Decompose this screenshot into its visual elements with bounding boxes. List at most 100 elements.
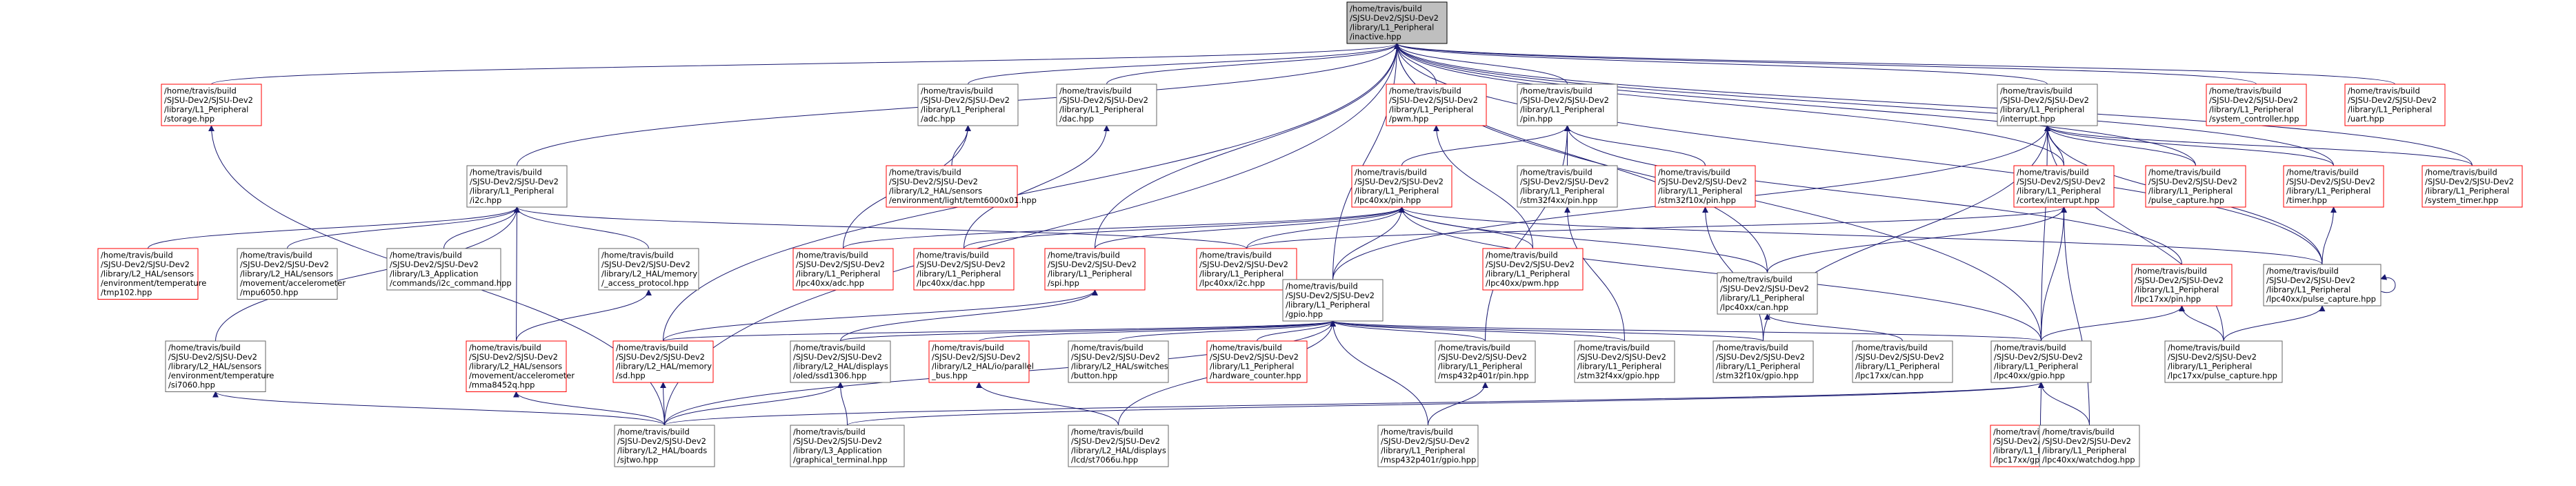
file-node-dac[interactable]: /home/travis/build/SJSU-Dev2/SJSU-Dev2/l… [1056, 84, 1157, 126]
file-node-stm32f4gpio[interactable]: /home/travis/build/SJSU-Dev2/SJSU-Dev2/l… [1574, 340, 1675, 383]
node-label-line: /home/travis/build [2348, 86, 2420, 96]
node-box [1068, 340, 1169, 383]
file-node-timer[interactable]: /home/travis/build/SJSU-Dev2/SJSU-Dev2/l… [2283, 165, 2384, 208]
node-label-line: /i2c.hpp [470, 195, 501, 205]
edge-lpc17can-to-lpccan [1764, 313, 1903, 342]
node-box [1713, 340, 1814, 383]
file-node-cortexint[interactable]: /home/travis/build/SJSU-Dev2/SJSU-Dev2/l… [2013, 165, 2115, 208]
node-label-line: /library/L1_Peripheral [470, 186, 554, 196]
node-label-line: /library/L1_Peripheral [2017, 186, 2101, 196]
file-node-sysctl[interactable]: /home/travis/build/SJSU-Dev2/SJSU-Dev2/l… [2206, 84, 2307, 126]
node-box [2206, 84, 2307, 126]
node-box [1044, 248, 1146, 291]
edge-lpc17pulse-to-lpcpulse [2223, 305, 2326, 342]
file-node-lpc17can[interactable]: /home/travis/build/SJSU-Dev2/SJSU-Dev2/l… [1852, 340, 1953, 383]
file-node-lpcdac[interactable]: /home/travis/build/SJSU-Dev2/SJSU-Dev2/l… [913, 248, 1015, 291]
file-node-i2c[interactable]: /home/travis/build/SJSU-Dev2/SJSU-Dev2/l… [466, 165, 568, 208]
file-node-gpio[interactable]: /home/travis/build/SJSU-Dev2/SJSU-Dev2/l… [1282, 279, 1384, 322]
node-label-line: /library/L2_HAL/io/parallel [932, 362, 1034, 371]
file-node-sdhpp[interactable]: /home/travis/build/SJSU-Dev2/SJSU-Dev2/l… [612, 340, 714, 383]
node-box [466, 340, 567, 392]
file-node-stm32f10gpio[interactable]: /home/travis/build/SJSU-Dev2/SJSU-Dev2/l… [1713, 340, 1814, 383]
file-node-pulsecap[interactable]: /home/travis/build/SJSU-Dev2/SJSU-Dev2/l… [2145, 165, 2246, 208]
edge-msp432pin-to-gpio [1330, 320, 1486, 342]
file-node-si7060[interactable]: /home/travis/build/SJSU-Dev2/SJSU-Dev2/l… [165, 340, 274, 392]
node-label-line: /home/travis/build [921, 86, 993, 96]
node-label-line: /stm32f4xx/gpio.hpp [1577, 371, 1659, 380]
file-node-lpccan[interactable]: /home/travis/build/SJSU-Dev2/SJSU-Dev2/l… [1717, 272, 1818, 315]
file-node-adc[interactable]: /home/travis/build/SJSU-Dev2/SJSU-Dev2/l… [917, 84, 1019, 126]
node-label-line: /library/L2_HAL/sensors [889, 186, 982, 196]
node-label-line: /home/travis/build [2000, 86, 2073, 96]
node-label-line: /SJSU-Dev2/SJSU-Dev2 [2209, 95, 2298, 105]
file-node-pin[interactable]: /home/travis/build/SJSU-Dev2/SJSU-Dev2/l… [1517, 84, 1618, 126]
edge-pin-to-inactive [1394, 43, 1568, 85]
node-box [466, 165, 568, 208]
file-node-uart[interactable]: /home/travis/build/SJSU-Dev2/SJSU-Dev2/l… [2344, 84, 2446, 126]
node-label-line: /storage.hpp [164, 114, 214, 124]
edge-lpcadc-to-lpcpin [843, 206, 1405, 249]
file-node-tmp102[interactable]: /home/travis/build/SJSU-Dev2/SJSU-Dev2/l… [97, 248, 206, 300]
node-label-line: /lpc40xx/pwm.hpp [1486, 278, 1559, 288]
node-label-line: /msp432p401r/gpio.hpp [1381, 455, 1476, 465]
file-node-temt6000[interactable]: /home/travis/build/SJSU-Dev2/SJSU-Dev2/l… [886, 165, 1037, 208]
node-label-line: /home/travis/build [390, 251, 462, 260]
file-node-mpu6050[interactable]: /home/travis/build/SJSU-Dev2/SJSU-Dev2/l… [237, 248, 346, 300]
node-box [886, 165, 1018, 208]
node-box [1852, 340, 1953, 383]
file-node-lpcwdog[interactable]: /home/travis/build/SJSU-Dev2/SJSU-Dev2/l… [2039, 425, 2140, 467]
file-node-memproto[interactable]: /home/travis/build/SJSU-Dev2/SJSU-Dev2/l… [598, 248, 699, 291]
file-node-lpcpin[interactable]: /home/travis/build/SJSU-Dev2/SJSU-Dev2/l… [1351, 165, 1452, 208]
file-node-stm32f10pin[interactable]: /home/travis/build/SJSU-Dev2/SJSU-Dev2/l… [1655, 165, 1756, 208]
node-label-line: /SJSU-Dev2/SJSU-Dev2 [2000, 95, 2089, 105]
edge-lpc17pulse-to-lpc17pin [2179, 305, 2224, 342]
file-node-lpc17pulse[interactable]: /home/travis/build/SJSU-Dev2/SJSU-Dev2/l… [2164, 340, 2283, 383]
file-node-stwo[interactable]: /home/travis/build/SJSU-Dev2/SJSU-Dev2/l… [614, 425, 715, 467]
node-label-line: /home/travis/build [1389, 86, 1461, 96]
file-node-button[interactable]: /home/travis/build/SJSU-Dev2/SJSU-Dev2/l… [1068, 340, 1169, 383]
file-node-ssd1306[interactable]: /home/travis/build/SJSU-Dev2/SJSU-Dev2/l… [790, 340, 891, 383]
file-node-inactive[interactable]: /home/travis/build/SJSU-Dev2/SJSU-Dev2/l… [1346, 1, 1448, 44]
node-label-line: /SJSU-Dev2/SJSU-Dev2 [2135, 275, 2224, 285]
node-label-line: /home/travis/build [616, 343, 688, 353]
file-node-parallel[interactable]: /home/travis/build/SJSU-Dev2/SJSU-Dev2/l… [928, 340, 1034, 383]
node-label-line: /SJSU-Dev2/SJSU-Dev2 [240, 260, 329, 269]
node-label-line: /library/L1_Peripheral [1520, 186, 1604, 196]
file-node-lpcgpio[interactable]: /home/travis/build/SJSU-Dev2/SJSU-Dev2/l… [1990, 340, 2092, 383]
node-label-line: /SJSU-Dev2/SJSU-Dev2 [796, 260, 885, 269]
node-label-line: /SJSU-Dev2/SJSU-Dev2 [1716, 352, 1805, 362]
edge-stm32f10gpio-to-gpio [1330, 320, 1764, 342]
file-node-interrupt[interactable]: /home/travis/build/SJSU-Dev2/SJSU-Dev2/l… [1997, 84, 2098, 126]
node-box [928, 340, 1030, 383]
edge-msp432gpio-to-gpio [1330, 320, 1428, 426]
file-node-msp432pin[interactable]: /home/travis/build/SJSU-Dev2/SJSU-Dev2/l… [1435, 340, 1536, 383]
file-node-lpc17pin[interactable]: /home/travis/build/SJSU-Dev2/SJSU-Dev2/l… [2131, 264, 2233, 307]
file-node-storage[interactable]: /home/travis/build/SJSU-Dev2/SJSU-Dev2/l… [161, 84, 262, 126]
edge-storage-to-inactive [211, 43, 1400, 85]
file-node-pwm[interactable]: /home/travis/build/SJSU-Dev2/SJSU-Dev2/l… [1386, 84, 1487, 126]
file-node-mma8452q[interactable]: /home/travis/build/SJSU-Dev2/SJSU-Dev2/l… [466, 340, 575, 392]
edge-lpcgpio-to-gpio [1330, 320, 2041, 342]
node-label-line: /library/L1_Peripheral [2266, 285, 2350, 295]
file-node-spi[interactable]: /home/travis/build/SJSU-Dev2/SJSU-Dev2/l… [1044, 248, 1146, 291]
edge-lpcdac-to-lpcpin [963, 206, 1405, 249]
node-box [1990, 340, 2092, 383]
file-node-i2ccmd[interactable]: /home/travis/build/SJSU-Dev2/SJSU-Dev2/l… [386, 248, 512, 291]
file-node-gterm[interactable]: /home/travis/build/SJSU-Dev2/SJSU-Dev2/l… [790, 425, 905, 467]
file-node-lpcpwm[interactable]: /home/travis/build/SJSU-Dev2/SJSU-Dev2/l… [1482, 248, 1584, 291]
edge-lpccan-to-cortexint [1767, 206, 2067, 273]
edge-pulsecap-to-inactive [1394, 43, 2196, 166]
edge-msp432gpio-to-msp432pin [1428, 382, 1488, 426]
edge-mpu6050-to-i2c [287, 206, 520, 249]
node-label-line: /home/travis/build [1994, 343, 2066, 353]
file-node-hwcounter[interactable]: /home/travis/build/SJSU-Dev2/SJSU-Dev2/l… [1206, 340, 1308, 383]
file-node-systimer[interactable]: /home/travis/build/SJSU-Dev2/SJSU-Dev2/l… [2422, 165, 2523, 208]
file-node-msp432gpio[interactable]: /home/travis/build/SJSU-Dev2/SJSU-Dev2/l… [1377, 425, 1479, 467]
file-node-stm32f4pin[interactable]: /home/travis/build/SJSU-Dev2/SJSU-Dev2/l… [1517, 165, 1618, 208]
file-node-lpcadc[interactable]: /home/travis/build/SJSU-Dev2/SJSU-Dev2/l… [792, 248, 894, 291]
node-label-line: /SJSU-Dev2/SJSU-Dev2 [1520, 177, 1609, 186]
edge-sdhpp-to-gpio [663, 320, 1336, 342]
file-node-st7066u[interactable]: /home/travis/build/SJSU-Dev2/SJSU-Dev2/l… [1068, 425, 1169, 467]
file-node-lpcpulse[interactable]: /home/travis/build/SJSU-Dev2/SJSU-Dev2/l… [2263, 264, 2382, 307]
file-node-lpci2c[interactable]: /home/travis/build/SJSU-Dev2/SJSU-Dev2/l… [1196, 248, 1297, 291]
